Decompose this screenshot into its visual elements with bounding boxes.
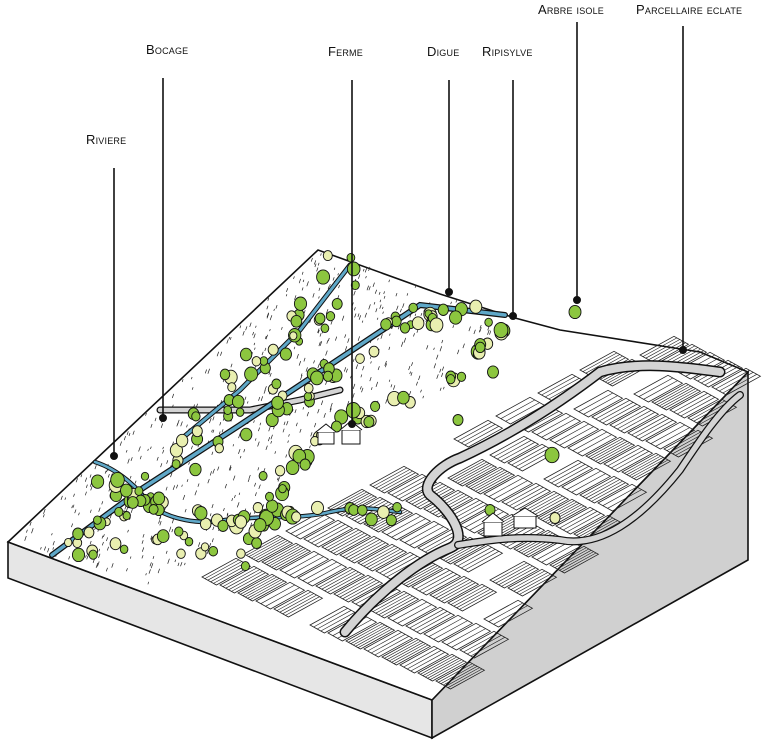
label-ferme: Ferme	[328, 44, 363, 59]
label-bocage: Bocage	[146, 42, 189, 57]
farm-buildings	[315, 420, 539, 537]
label-arbre-isole: Arbre isole	[538, 2, 604, 17]
label-riviere: Riviere	[86, 132, 127, 147]
label-parcellaire-eclate: Parcellaire eclate	[636, 2, 743, 17]
field-parcels	[201, 335, 762, 690]
road-network	[156, 360, 744, 638]
label-ripisylve: Ripisylve	[482, 44, 533, 59]
farm-house-3	[481, 512, 505, 537]
farm-house-1	[315, 423, 337, 445]
trees-layer	[64, 250, 582, 572]
leader-lines	[110, 22, 687, 460]
label-digue: Digue	[427, 44, 460, 59]
farm-house-4	[511, 507, 539, 529]
